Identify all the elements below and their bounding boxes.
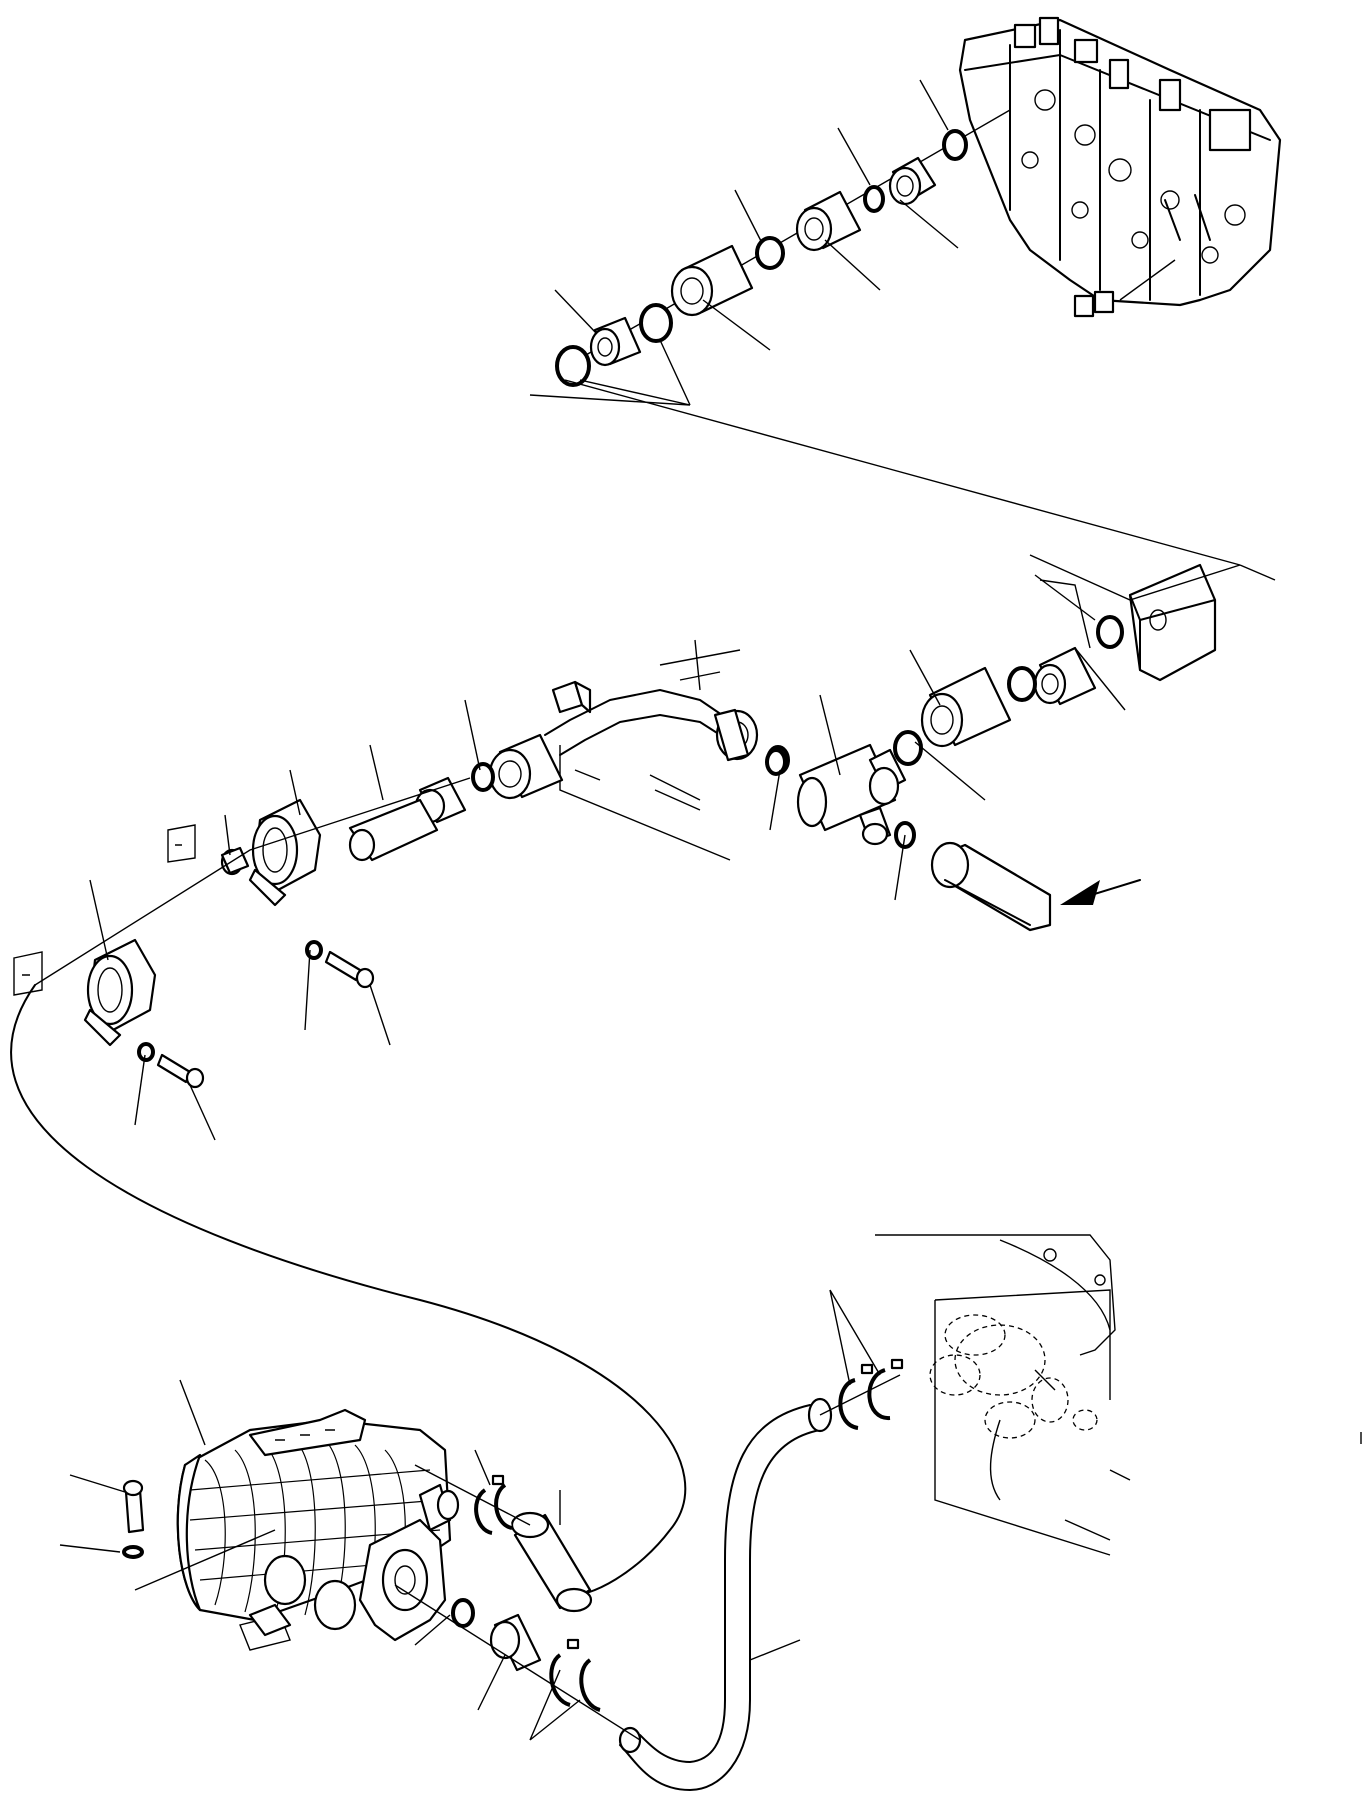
o-ring-9	[471, 762, 495, 792]
o-ring-5	[1007, 666, 1037, 702]
grommet-2	[83, 938, 157, 1047]
adapter-2	[489, 1613, 542, 1672]
suction-hose	[510, 1511, 593, 1613]
union-fitting-1	[888, 156, 937, 206]
grommet-1	[248, 798, 322, 907]
o-ring-4	[1096, 615, 1124, 649]
sleeve-2	[920, 666, 1012, 748]
union-fitting-2	[1033, 646, 1097, 706]
seal-washer-3	[893, 730, 923, 766]
elbow-block	[1128, 563, 1217, 682]
sleeve-3	[488, 733, 564, 800]
hose-end-fitting	[348, 776, 467, 862]
return-hose	[618, 1397, 833, 1791]
sleeve-1	[670, 244, 754, 317]
hose-clamp-3	[549, 1638, 601, 1712]
bolt-1	[324, 950, 375, 989]
o-ring-8	[765, 748, 787, 776]
adapter-1	[795, 190, 862, 252]
bolt-3	[122, 1479, 145, 1534]
tee-fitting	[796, 743, 907, 846]
seal-washer-1	[639, 303, 673, 343]
hose-clamp-1	[838, 1358, 904, 1430]
control-valve-icon	[958, 16, 1282, 318]
steel-tube	[544, 689, 759, 762]
o-ring-1	[942, 129, 968, 161]
hose-clamp-2	[474, 1474, 513, 1535]
washer-2	[137, 1042, 155, 1062]
nipple-1	[589, 316, 642, 367]
o-ring-10	[451, 1598, 475, 1628]
inlet-hose	[930, 841, 1052, 932]
o-ring-3	[755, 236, 785, 270]
engine-housing	[875, 1234, 1131, 1556]
o-ring-2	[863, 185, 885, 213]
tube-clamp	[551, 680, 592, 714]
hydraulic-pump-icon	[176, 1408, 460, 1642]
bolt-2	[156, 1053, 205, 1089]
seal-washer-2	[555, 345, 591, 387]
flow-arrow-icon	[1060, 879, 1141, 905]
washer-1	[305, 940, 323, 960]
washer-3	[122, 1545, 144, 1559]
